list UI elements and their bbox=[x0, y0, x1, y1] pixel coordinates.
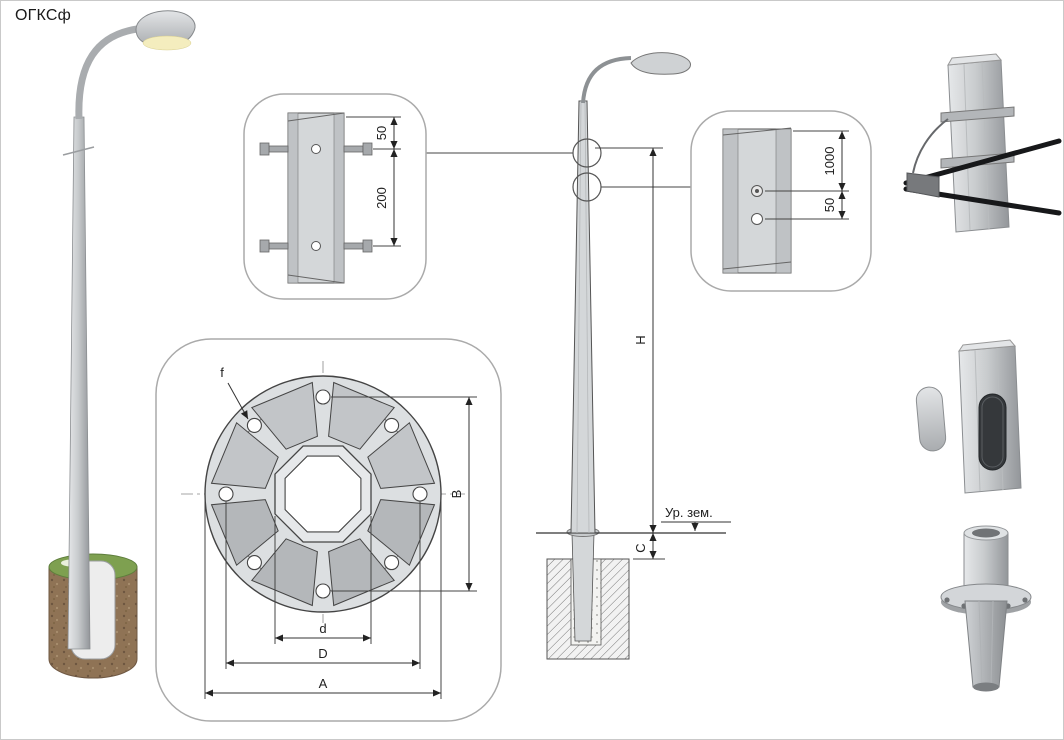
hole-leader bbox=[227, 382, 249, 420]
break-line-top bbox=[287, 112, 345, 122]
pole-break-mark bbox=[62, 146, 95, 156]
facet-line bbox=[974, 349, 981, 492]
cable-clamp-3d bbox=[903, 53, 1062, 233]
top-mounting-detail: 50 200 bbox=[243, 93, 427, 300]
pole-top-face bbox=[958, 339, 1016, 352]
break-line-top bbox=[722, 127, 792, 136]
dimension-lines bbox=[346, 116, 401, 247]
break-line-bottom bbox=[722, 261, 792, 270]
callout-leader-lines bbox=[426, 152, 691, 188]
door-opening-edge bbox=[981, 396, 1004, 468]
facet-line bbox=[990, 600, 994, 688]
band-clamp-upper bbox=[940, 106, 1015, 123]
dim-50-label: 50 bbox=[374, 126, 389, 140]
dim-C bbox=[633, 533, 665, 560]
bolt-span-label: B bbox=[449, 490, 464, 499]
dim-200-label: 200 bbox=[374, 187, 389, 209]
facet-line bbox=[978, 600, 983, 688]
bolt-hole-lower bbox=[311, 241, 321, 251]
hole-diameter-label: f bbox=[220, 365, 224, 380]
insert-tube-hole bbox=[972, 528, 1000, 538]
drawing-title: ОГКСф bbox=[15, 7, 71, 24]
embed-label: C bbox=[633, 543, 648, 552]
suspension-wire bbox=[912, 118, 949, 174]
ground-hole bbox=[751, 213, 763, 225]
dim-1000-label: 1000 bbox=[822, 147, 837, 176]
bolt-circle-label: D bbox=[318, 646, 327, 661]
shaft-width-label: d bbox=[319, 621, 326, 636]
luminaire-glow bbox=[142, 35, 192, 51]
ground-bolt-center bbox=[755, 189, 759, 193]
bolt-hole-upper bbox=[311, 144, 321, 154]
insert-skirt bbox=[964, 600, 1008, 688]
mounting-bolts bbox=[259, 142, 373, 253]
flange-bolt-holes bbox=[218, 389, 428, 599]
dim-H bbox=[595, 147, 663, 533]
plate-left-flange bbox=[287, 112, 299, 284]
facet-line bbox=[963, 63, 971, 231]
door-cover bbox=[915, 386, 947, 452]
grounding-detail: 1000 50 bbox=[690, 110, 872, 292]
dim-B bbox=[331, 396, 477, 592]
shaft-octagon-inner bbox=[284, 455, 362, 533]
insert-bottom bbox=[973, 682, 999, 692]
dim-50-label: 50 bbox=[822, 198, 837, 212]
luminaire-head bbox=[630, 52, 691, 75]
pole-3d-render bbox=[48, 10, 196, 679]
dim-A bbox=[204, 499, 442, 699]
pole-elevation: H C Ур. зем. bbox=[536, 52, 731, 660]
break-line-bottom bbox=[287, 274, 345, 284]
gusset-segments bbox=[210, 381, 436, 607]
dim-d bbox=[274, 516, 372, 644]
wedge-clamp bbox=[906, 172, 940, 198]
callout-circle-upper bbox=[572, 138, 602, 168]
plate-width-label: A bbox=[319, 676, 328, 691]
pole-top-face bbox=[947, 53, 1002, 66]
plate-right-flange bbox=[333, 112, 345, 284]
dim-D bbox=[225, 501, 421, 669]
pole-shaft-3d bbox=[67, 116, 91, 650]
flange-plan-detail: f B d D bbox=[155, 338, 502, 722]
foundation-insert-3d bbox=[940, 525, 1032, 692]
facet-line-left bbox=[576, 100, 582, 534]
insert-tube bbox=[963, 532, 1009, 590]
pole-arm-3d bbox=[75, 25, 138, 120]
height-label: H bbox=[633, 335, 648, 344]
access-door-3d bbox=[915, 339, 1022, 494]
dimension-lines bbox=[765, 130, 849, 220]
plate-right-flange bbox=[775, 128, 792, 274]
plate-left-flange bbox=[722, 128, 739, 274]
pole-below-ground bbox=[571, 532, 595, 642]
door-opening bbox=[978, 393, 1007, 471]
callout-circle-lower bbox=[572, 172, 602, 202]
ground-level-label: Ур. зем. bbox=[665, 505, 713, 520]
pole-arm bbox=[581, 56, 632, 104]
